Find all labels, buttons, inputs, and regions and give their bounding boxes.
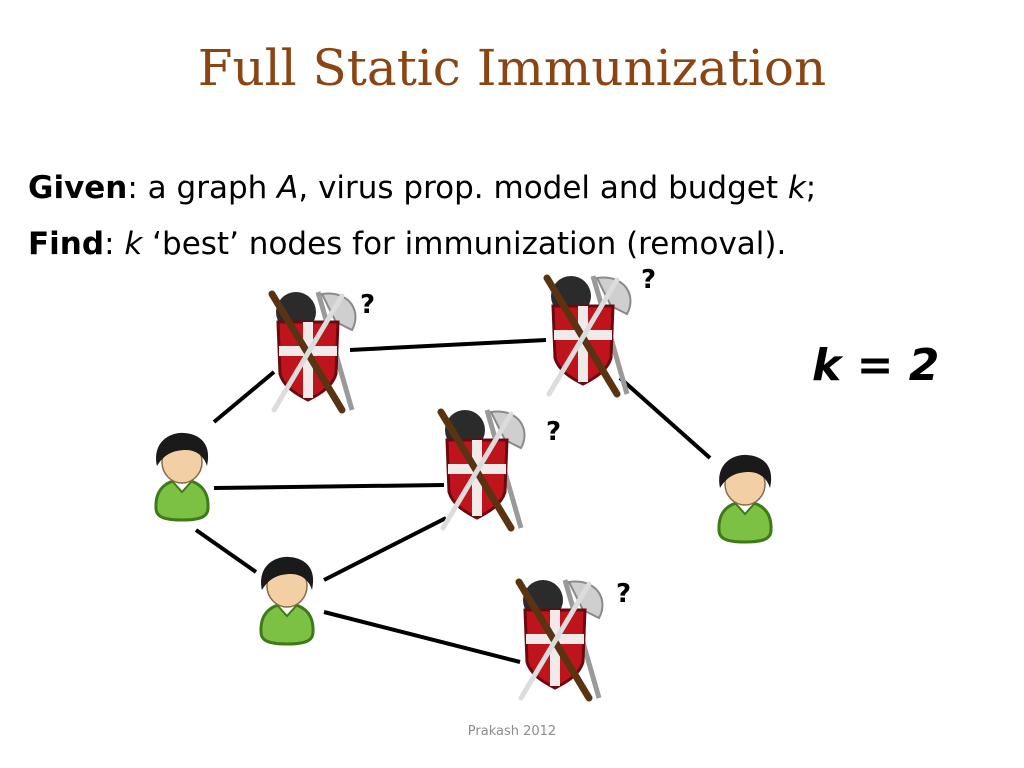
question-marks: ? ? ? ? [360,265,656,609]
question-mark: ? [641,265,656,295]
find-line: Find: k ‘best’ nodes for immunization (r… [28,224,786,264]
budget-value: = 2 [841,340,940,391]
slide-footer: Prakash 2012 [467,724,557,739]
given-colon: : [127,170,138,206]
slide-title: Full Static Immunization [197,39,827,97]
graph-edge [212,370,276,424]
crossed-shield-icon [547,276,630,394]
person-icon [259,555,315,646]
given-text-2: , virus prop. model and budget [298,170,788,206]
graph-variable: A [277,170,299,206]
given-line: Given: a graph A, virus prop. model and … [28,168,816,208]
crossed-shield-icon [441,410,524,528]
budget-k: k [812,340,842,391]
given-text-1: a graph [137,170,278,206]
find-k-variable: k [124,226,143,262]
budget-variable: k [787,170,806,206]
person-icon [154,431,210,522]
find-text: ‘best’ nodes for immunization (removal). [142,226,787,262]
find-label: Find [28,226,105,262]
question-mark: ? [546,417,561,447]
given-text-3: ; [805,170,817,206]
crossed-shield-icon [519,580,602,698]
edges [194,338,712,664]
given-label: Given [28,170,128,206]
graph-edge [349,338,547,352]
question-mark: ? [616,579,631,609]
graph-edge [618,376,712,460]
graph-edge [213,483,445,490]
find-colon: : [104,226,115,262]
crossed-shield-icon [272,292,355,410]
person-icon [717,453,773,544]
budget-label: k = 2 [812,340,939,391]
question-mark: ? [360,290,375,320]
graph-edge [194,528,258,574]
graph-edge [323,516,447,582]
graph-edge [323,610,521,664]
